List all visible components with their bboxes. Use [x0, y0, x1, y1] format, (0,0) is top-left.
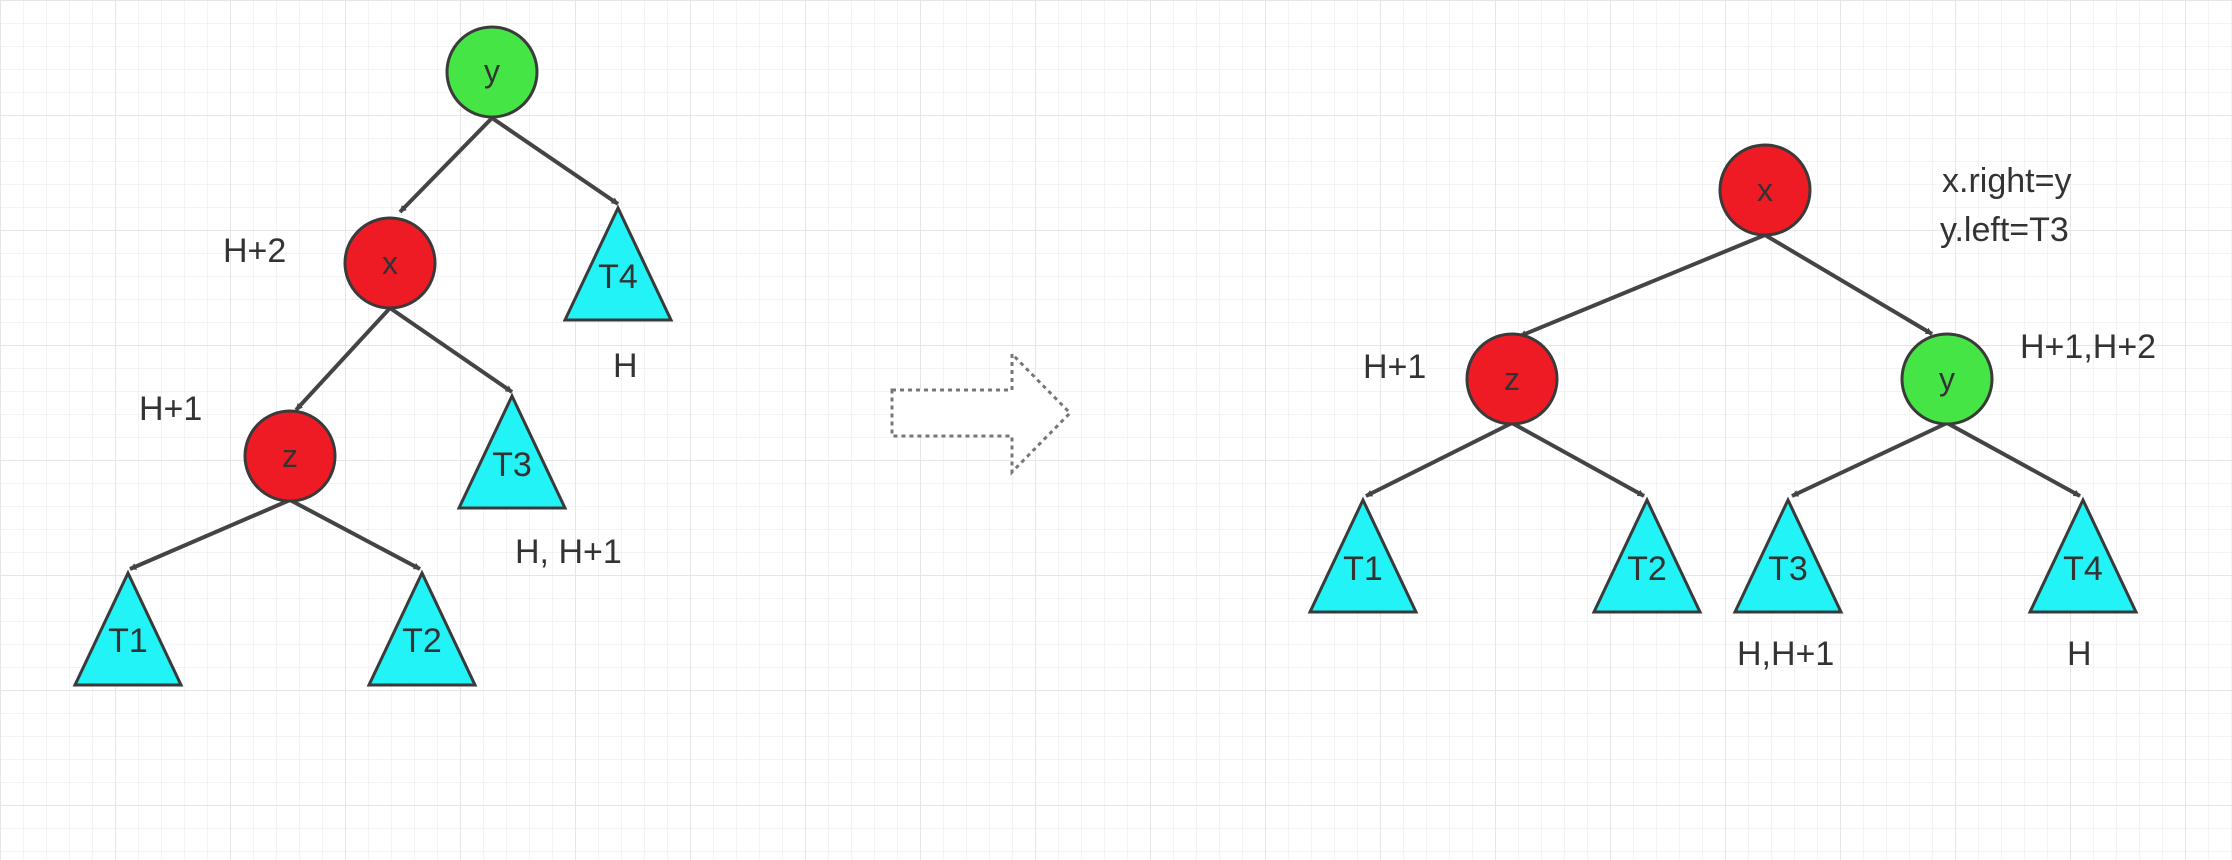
after-z-height: H+1: [1363, 348, 1426, 386]
before-t4-height: H: [613, 347, 638, 385]
edge-x-t3: [388, 306, 514, 394]
code-line-2: y.left=T3: [1940, 211, 2069, 249]
edge-y-x: [398, 116, 494, 214]
after-y-height: H+1,H+2: [2020, 328, 2156, 366]
subtree-t3-after: [1732, 496, 1844, 614]
subtree-t1: [72, 569, 184, 687]
node-y: [445, 25, 539, 119]
edge-z-t2-after: [1511, 421, 1645, 498]
subtree-t1-label: T1: [108, 622, 148, 660]
node-x-after: [1718, 143, 1812, 237]
edge-x-z: [294, 306, 392, 412]
subtree-t4: [562, 204, 674, 322]
edge-y-t3-after: [1791, 421, 1948, 498]
node-x: [343, 216, 437, 310]
subtree-t1-after: [1307, 496, 1419, 614]
subtree-t2: [366, 569, 478, 687]
edge-z-t1-after: [1365, 421, 1513, 498]
node-z: [243, 409, 337, 503]
edge-z-t2: [289, 498, 421, 571]
subtree-t4-label: T4: [598, 258, 638, 296]
before-x-height: H+2: [223, 232, 286, 270]
node-x-label: x: [382, 245, 398, 281]
subtree-t4-after-label: T4: [2063, 550, 2103, 588]
node-z-label: z: [282, 438, 298, 474]
edge-y-t4: [490, 116, 620, 206]
subtree-t3-after-label: T3: [1768, 550, 1808, 588]
after-tree: x z y T1 T2 T3 T4 x.right=y y.left=T3 H+…: [1307, 143, 2156, 673]
before-tree: y x z T4 T3 T1 T2 H+2 H+1 H H, H+1: [72, 25, 674, 687]
node-y-after: [1900, 332, 1994, 426]
node-y-label: y: [484, 53, 500, 89]
before-z-height: H+1: [139, 390, 202, 428]
subtree-t3-label: T3: [492, 446, 532, 484]
edge-x-y-after: [1763, 233, 1934, 336]
transition-arrow-icon: [890, 350, 1073, 476]
node-z-after: [1465, 332, 1559, 426]
subtree-t2-label: T2: [402, 622, 442, 660]
subtree-t2-after: [1591, 496, 1703, 614]
subtree-t1-after-label: T1: [1343, 550, 1383, 588]
node-y-after-label: y: [1939, 361, 1955, 397]
after-t4-height: H: [2067, 635, 2092, 673]
edge-x-z-after: [1519, 233, 1766, 338]
subtree-t2-after-label: T2: [1627, 550, 1667, 588]
subtree-t4-after: [2027, 496, 2139, 614]
before-t3-height: H, H+1: [515, 533, 622, 571]
after-t3-height: H,H+1: [1737, 635, 1834, 673]
edge-z-t1: [129, 498, 291, 571]
node-x-after-label: x: [1757, 172, 1773, 208]
code-line-1: x.right=y: [1942, 162, 2071, 200]
node-z-after-label: z: [1504, 361, 1520, 397]
edge-y-t4-after: [1946, 421, 2081, 498]
subtree-t3: [456, 392, 568, 510]
